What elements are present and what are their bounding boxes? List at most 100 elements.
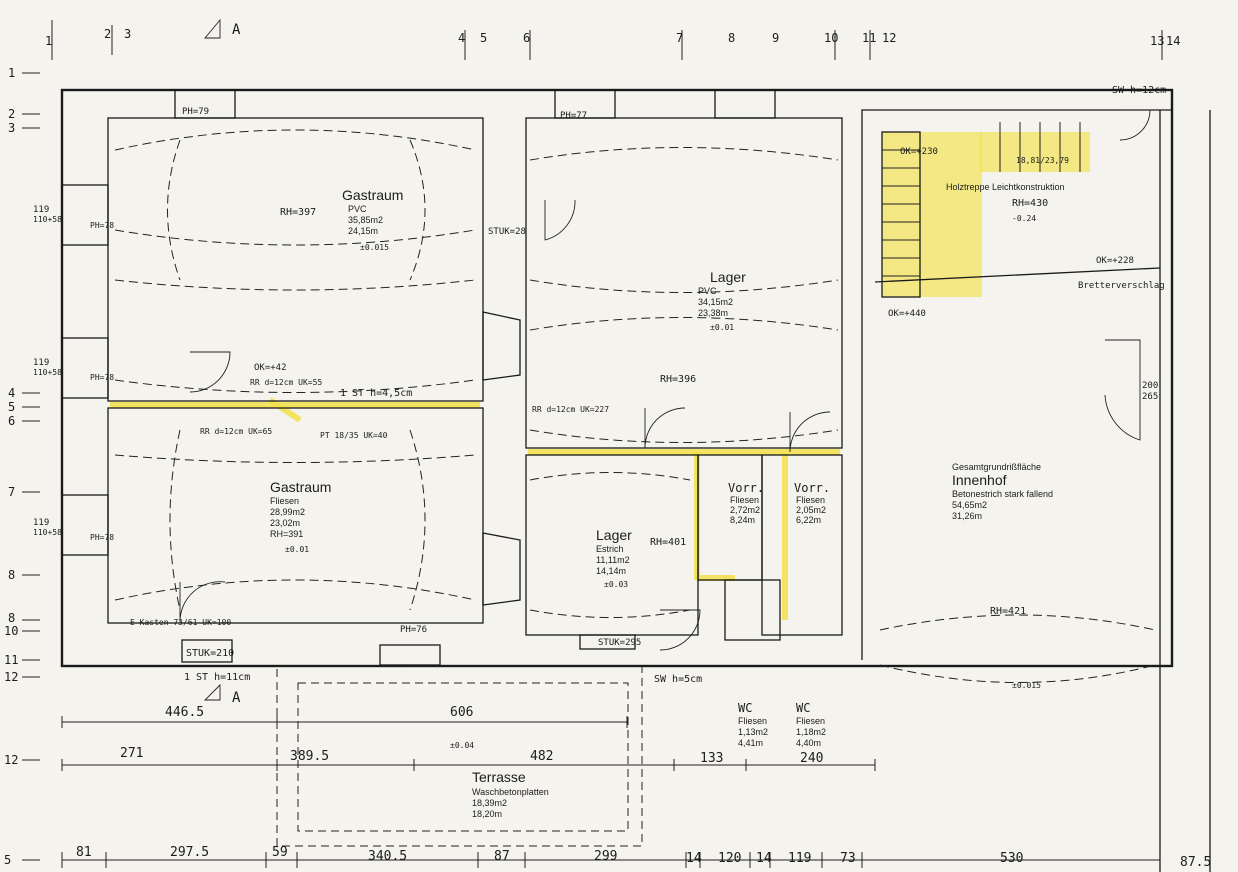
room-area: 11,11m2 (596, 555, 630, 565)
note-st11: 1 ST h=11cm (184, 672, 250, 683)
room-material: Fliesen (730, 495, 759, 505)
dim-530: 530 (1000, 851, 1023, 866)
axis-left-6: 6 (8, 414, 15, 428)
axis-labels-left: 1 2 3 4 5 6 7 8 8 10 11 12 12 5 (4, 66, 40, 867)
note-pt: PT 18/35 UK=40 (320, 431, 388, 440)
room-area: 34,15m2 (698, 297, 733, 307)
dim-73: 73 (840, 851, 856, 866)
room-lager-2: Lager Estrich 11,11m2 14,14m RH=401 ±0.0… (596, 527, 686, 589)
room-wc-1: WC Fliesen 1,13m2 4,41m (738, 701, 768, 748)
window-ph: PH=78 (90, 533, 114, 542)
room-area: 35,85m2 (348, 215, 383, 225)
axis-top-4: 4 (458, 31, 465, 45)
ceiling-arcs (114, 129, 1156, 683)
axis-top-11: 11 (862, 31, 876, 45)
dim-271: 271 (120, 746, 143, 761)
room-material: Fliesen (738, 716, 767, 726)
section-marker-bottom: A (232, 690, 241, 706)
window-ph: PH=76 (400, 625, 427, 635)
room-name: Vorr. (794, 481, 830, 495)
room-perimeter: 8,24m (730, 515, 755, 525)
note-ok440: OK=+440 (888, 309, 926, 319)
note-sw12: SW h=12cm (1112, 85, 1166, 96)
room-material: Waschbetonplatten (472, 787, 549, 797)
room-perimeter: 4,41m (738, 738, 763, 748)
room-perimeter: 18,20m (472, 809, 502, 819)
annotations: Holztreppe Leichtkonstruktion Bretterver… (130, 85, 1166, 685)
room-material: PVC (348, 204, 367, 214)
dim-133: 133 (700, 751, 723, 766)
window-ph: PH=78 (90, 221, 114, 230)
room-vorraum-2: Vorr. Fliesen 2,05m2 6,22m (794, 481, 830, 525)
room-material: PVC (698, 286, 717, 296)
window-width: 119 (33, 358, 49, 368)
room-vorraum-1: Vorr. Fliesen 2,72m2 8,24m (728, 481, 764, 525)
window-size: 110+58 (33, 528, 62, 537)
room-material: Fliesen (796, 716, 825, 726)
axis-top-8: 8 (728, 31, 735, 45)
room-name: Lager (710, 269, 746, 285)
axis-top-13: 13 (1150, 34, 1164, 48)
axis-left-12: 12 (4, 670, 18, 684)
room-height: RH=397 (280, 207, 316, 218)
innenhof-area: 54,65m2 (952, 500, 987, 510)
axis-left-5b: 5 (4, 853, 11, 867)
door-dims: 200 265 (1142, 381, 1158, 402)
axis-labels-top: 1 2 3 4 5 6 7 8 9 10 11 12 13 14 (45, 27, 1180, 48)
section-markers: A A (203, 18, 241, 706)
dim-87-5: 87.5 (1180, 855, 1211, 870)
note-ok228: OK=+228 (1096, 256, 1134, 266)
room-area: 28,99m2 (270, 507, 305, 517)
window-ph: PH=78 (90, 373, 114, 382)
axis-left-10: 10 (4, 624, 18, 638)
window-width: 119 (33, 205, 49, 215)
dimension-labels: 446.5 606 271 389.5 482 133 240 81 297.5… (76, 705, 1211, 870)
window-size: 110+58 (33, 215, 62, 224)
note-sw5: SW h=5cm (654, 674, 702, 685)
axis-top-3: 3 (124, 27, 131, 41)
room-perimeter: 23,38m (698, 308, 728, 318)
room-perimeter: 14,14m (596, 566, 626, 576)
axis-left-3: 3 (8, 121, 15, 135)
room-material: Fliesen (270, 496, 299, 506)
dim-81: 81 (76, 845, 92, 860)
level-mark: ±0.01 (710, 323, 734, 332)
level-mark: ±0.015 (360, 243, 389, 252)
level-mark: ±0.01 (285, 545, 309, 554)
room-innenhof: Gesamtgrundrißfläche Innenhof Betonestri… (952, 462, 1053, 690)
room-lager-1: Lager PVC 34,15m2 23,38m RH=396 ±0.01 (660, 269, 746, 385)
note-rr12b: RR d=12cm UK=55 (250, 378, 322, 387)
axis-left-12b: 12 (4, 753, 18, 767)
room-name: Lager (596, 527, 632, 543)
section-marker-top: A (232, 22, 241, 38)
axis-left-11: 11 (4, 653, 18, 667)
room-wc-2: WC Fliesen 1,18m2 4,40m (796, 701, 826, 748)
note-holztreppe: Holztreppe Leichtkonstruktion (946, 182, 1065, 192)
room-height: RH=396 (660, 374, 696, 385)
room-area: 1,18m2 (796, 727, 826, 737)
dim-120: 120 (718, 851, 741, 866)
note-stuk295: STUK=295 (598, 638, 641, 648)
note-ok42: OK=+42 (254, 363, 287, 373)
dimension-lines (61, 716, 1161, 868)
axis-left-1: 1 (8, 66, 15, 80)
room-name: Gastraum (342, 187, 403, 203)
room-name: Vorr. (728, 481, 764, 495)
room-name: Gastraum (270, 479, 331, 495)
dim-240: 240 (800, 751, 823, 766)
axis-left-4: 4 (8, 386, 15, 400)
dim-14a: 14 (686, 851, 702, 866)
dim-446-5: 446.5 (165, 705, 204, 720)
axis-top-7: 7 (676, 31, 683, 45)
note-bretterverschlag: Bretterverschlag (1078, 281, 1165, 291)
room-area: 18,39m2 (472, 798, 507, 808)
room-perimeter: 4,40m (796, 738, 821, 748)
dim-119: 119 (788, 851, 811, 866)
note-rh430: RH=430 (1012, 198, 1048, 209)
dim-59: 59 (272, 845, 288, 860)
axis-top-5: 5 (480, 31, 487, 45)
innenhof-material: Betonestrich stark fallend (952, 489, 1053, 499)
note-trep: 18,81/23,79 (1016, 156, 1069, 165)
axis-top-2: 2 (104, 27, 111, 41)
